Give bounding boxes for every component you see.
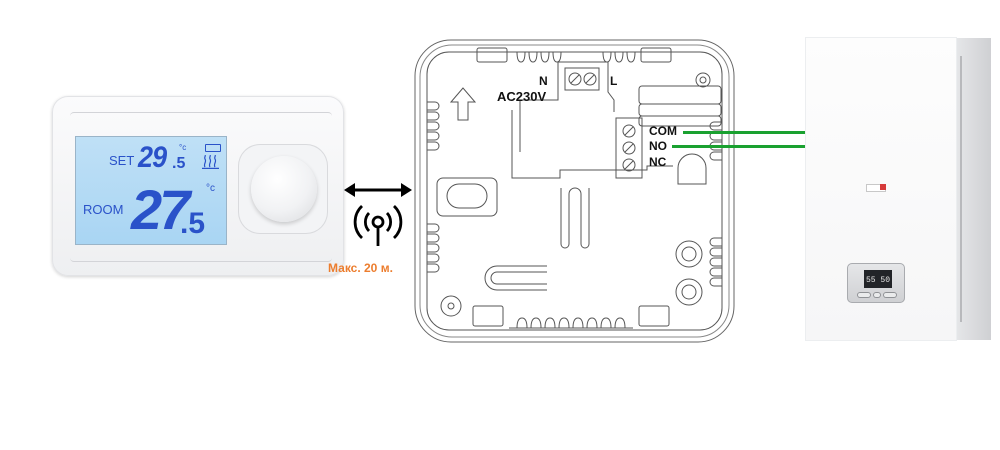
temperature-knob[interactable]	[251, 156, 317, 222]
boiler-side-groove	[960, 56, 962, 322]
room-temperature: 27	[131, 178, 190, 241]
room-temperature-unit: °c	[206, 183, 215, 194]
wire-no	[672, 145, 807, 148]
boiler-display-right: 50	[880, 276, 891, 285]
set-temperature-unit: °c	[179, 143, 187, 152]
receiver-unit: N AC230V L COM NO NC	[413, 38, 736, 344]
power-label: AC230V	[497, 89, 547, 104]
range-label: Макс. 20 м.	[328, 261, 393, 275]
receiver-outline	[414, 39, 735, 343]
thermostat-lcd: SET 29 .5 °c ROOM 27 .5 °c	[75, 136, 227, 245]
room-temperature-decimal: .5	[180, 207, 206, 240]
boiler-button-right[interactable]	[883, 292, 897, 298]
boiler-button-left[interactable]	[857, 292, 871, 298]
neutral-label: N	[539, 74, 548, 88]
terminal-nc: NC	[649, 155, 667, 169]
thermostat-frame	[70, 112, 332, 262]
boiler-button-center[interactable]	[873, 292, 881, 298]
terminal-com: COM	[649, 124, 677, 138]
battery-icon	[205, 144, 221, 152]
wireless-thermostat: SET 29 .5 °c ROOM 27 .5 °c	[52, 96, 344, 276]
terminal-no: NO	[649, 139, 667, 153]
boiler-logo-mark	[880, 184, 886, 190]
set-label: SET	[109, 153, 135, 168]
line-label: L	[610, 74, 618, 88]
knob-bezel	[238, 144, 328, 234]
boiler-display-left: 55	[865, 276, 876, 285]
set-temperature-decimal: .5	[172, 155, 186, 172]
room-label: ROOM	[83, 202, 124, 217]
wireless-antenna-icon	[353, 204, 403, 246]
heating-waves-icon	[202, 154, 220, 172]
set-temperature: 29	[138, 141, 167, 174]
boiler-control-panel: 55 50	[847, 263, 905, 303]
boiler-display: 55 50	[864, 270, 892, 288]
double-arrow-icon	[344, 183, 412, 197]
wire-com	[683, 131, 807, 134]
